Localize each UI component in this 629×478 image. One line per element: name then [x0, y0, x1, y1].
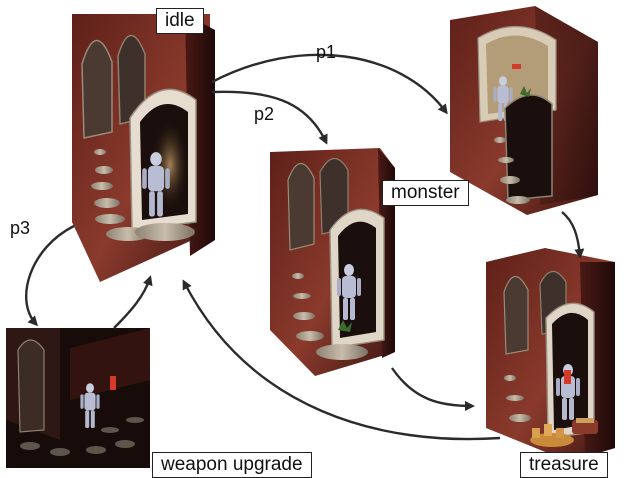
state-label-idle: idle: [156, 8, 204, 34]
arrow-p3: [25, 224, 75, 327]
scene-monster-p2: [270, 148, 395, 376]
edge-label-p2: p2: [254, 104, 275, 124]
scene-monster-p1: [450, 6, 598, 215]
arrow-treasure-to-idle: [182, 279, 501, 441]
state-label-weapon-upgrade: weapon upgrade: [152, 452, 312, 478]
arrow-p1: [211, 53, 448, 115]
state-label-treasure: treasure: [520, 452, 608, 478]
arrow-p2: [211, 90, 328, 145]
arrow-weapon-to-idle: [113, 275, 153, 329]
scene-treasure: [486, 248, 615, 462]
arrow-monster-to-treasure: [561, 211, 585, 259]
edge-label-p3: p3: [10, 218, 31, 238]
arrow-monster-p2-to-treasure: [391, 367, 475, 411]
treasure-pile: [530, 418, 598, 447]
state-label-monster: monster: [382, 180, 469, 206]
scene-idle: [72, 14, 215, 282]
transition-arrows: [25, 53, 585, 441]
scene-weapon-upgrade: [6, 328, 150, 468]
edge-label-p1: p1: [316, 42, 337, 62]
